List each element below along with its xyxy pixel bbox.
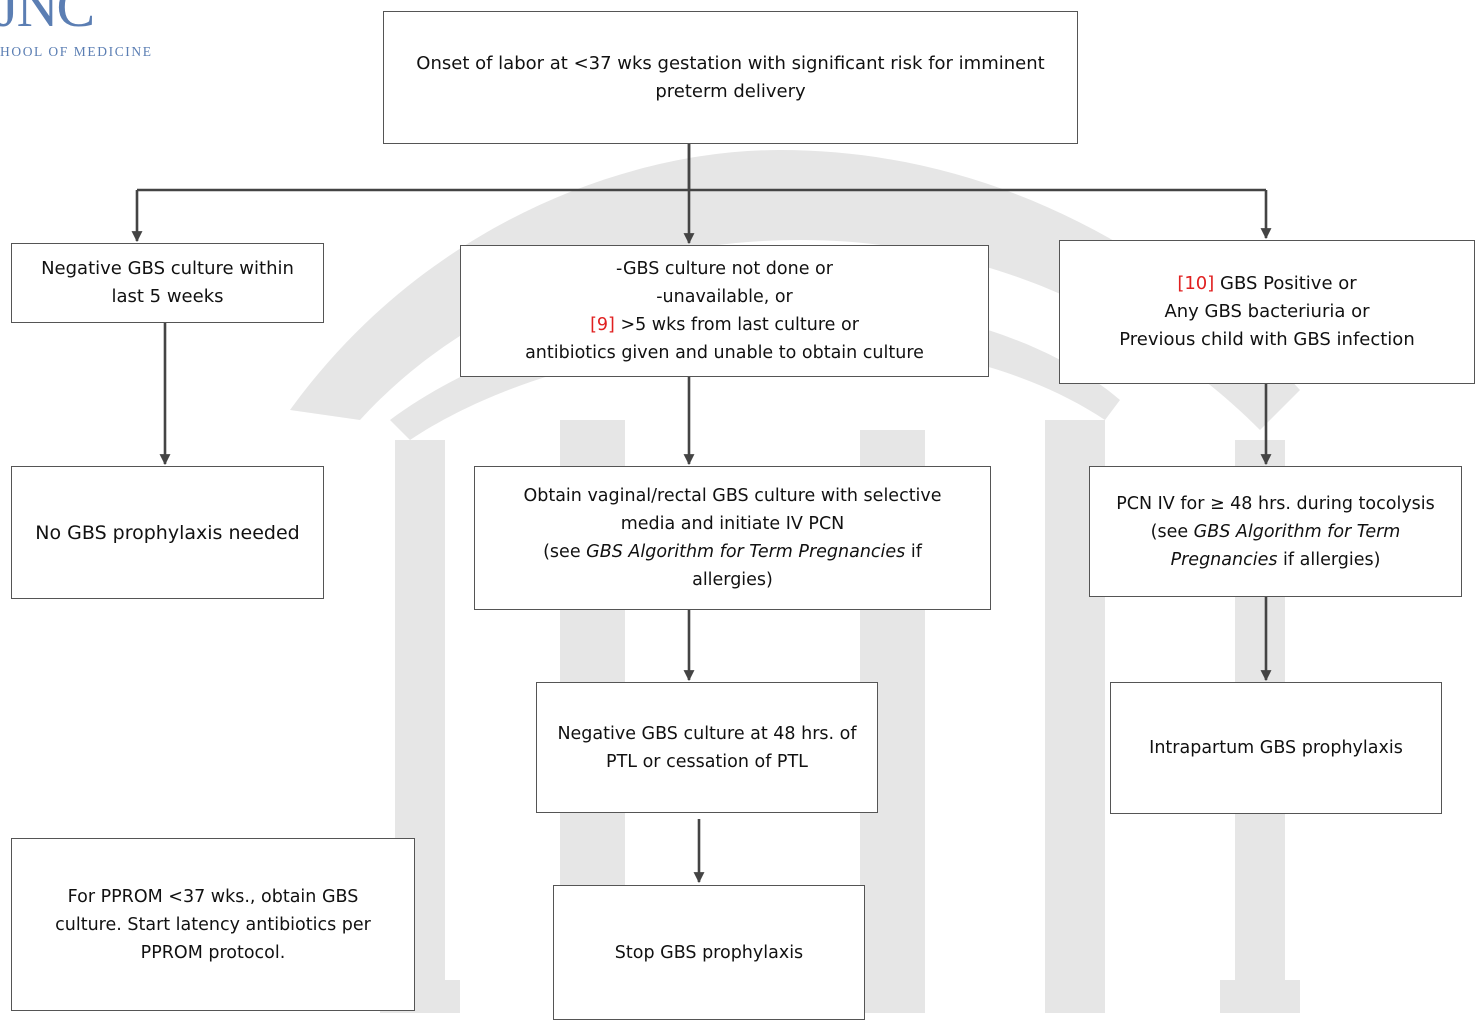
unc-logo: JNC HOOL OF MEDICINE: [0, 0, 210, 70]
gbs-algorithm-reference-2b: Pregnancies: [1170, 549, 1278, 570]
node-pprom-line-2: culture. Start latency antibiotics per: [55, 914, 371, 935]
reference-9: [9]: [590, 315, 615, 335]
node-not-done-line-3-text: >5 wks from last culture or: [614, 315, 859, 335]
node-pprom-line-3: PPROM protocol.: [140, 942, 286, 963]
node-negative-48-hrs: Negative GBS culture at 48 hrs. of PTL o…: [536, 682, 878, 813]
node-negative-line-2: last 5 weeks: [111, 286, 224, 307]
node-onset-line-1: Onset of labor at <37 wks gestation with…: [416, 52, 1045, 74]
watermark-base-right: [1220, 980, 1300, 1013]
node-culture-not-done: -GBS culture not done or -unavailable, o…: [460, 245, 989, 377]
node-positive-line-1: [10] GBS Positive or: [1119, 270, 1414, 298]
node-stop-gbs-prophylaxis: Stop GBS prophylaxis: [553, 885, 865, 1020]
node-obtain-line-1: Obtain vaginal/rectal GBS culture with s…: [523, 486, 942, 506]
node-positive-line-2: Any GBS bacteriuria or: [1164, 301, 1370, 322]
node-intrapartum-prophylaxis: Intrapartum GBS prophylaxis: [1110, 682, 1442, 814]
node-pcn-line-1: PCN IV for ≥ 48 hrs. during tocolysis: [1116, 493, 1435, 514]
node-obtain-line-3: (see GBS Algorithm for Term Pregnancies …: [523, 538, 941, 566]
node-pcn-see: (see: [1150, 521, 1194, 542]
node-negative48-line-1: Negative GBS culture at 48 hrs. of: [557, 723, 857, 744]
node-intrapartum-text: Intrapartum GBS prophylaxis: [1149, 738, 1403, 758]
node-negative48-line-2: PTL or cessation of PTL: [606, 751, 808, 772]
node-pcn-line-3: Pregnancies if allergies): [1116, 546, 1435, 574]
node-not-done-line-4: antibiotics given and unable to obtain c…: [525, 343, 924, 363]
node-pcn-line-2: (see GBS Algorithm for Term: [1116, 518, 1435, 546]
node-pprom: For PPROM <37 wks., obtain GBS culture. …: [11, 838, 415, 1011]
node-obtain-if: if: [905, 542, 922, 562]
node-positive-line-3: Previous child with GBS infection: [1119, 329, 1415, 350]
node-pprom-line-1: For PPROM <37 wks., obtain GBS: [67, 886, 359, 907]
node-negative-line-1: Negative GBS culture within: [41, 258, 294, 279]
watermark-dome: [290, 150, 1300, 430]
gbs-algorithm-reference: GBS Algorithm for Term Pregnancies: [586, 542, 906, 562]
node-pcn-allergies: if allergies): [1277, 549, 1381, 570]
node-obtain-line-2: media and initiate IV PCN: [620, 514, 845, 534]
node-obtain-culture: Obtain vaginal/rectal GBS culture with s…: [474, 466, 991, 610]
node-negative-gbs-culture: Negative GBS culture within last 5 weeks: [11, 243, 324, 323]
gbs-algorithm-reference-2a: GBS Algorithm for Term: [1193, 521, 1401, 542]
logo-subtitle: HOOL OF MEDICINE: [0, 44, 153, 59]
node-no-gbs-prophylaxis: No GBS prophylaxis needed: [11, 466, 324, 599]
node-not-done-line-3: [9] >5 wks from last culture or: [525, 311, 924, 339]
node-no-prophylaxis-text: No GBS prophylaxis needed: [35, 521, 300, 544]
node-not-done-line-1: -GBS culture not done or: [616, 259, 833, 279]
node-obtain-line-4: allergies): [692, 570, 773, 590]
node-stop-text: Stop GBS prophylaxis: [614, 942, 804, 963]
node-not-done-line-2: -unavailable, or: [656, 287, 793, 307]
node-gbs-positive: [10] GBS Positive or Any GBS bacteriuria…: [1059, 240, 1475, 384]
node-onset-line-2: preterm delivery: [655, 80, 806, 102]
node-positive-line-1-text: GBS Positive or: [1214, 273, 1357, 294]
node-obtain-see: (see: [543, 542, 587, 562]
reference-10: [10]: [1177, 273, 1215, 294]
logo-mark: JNC: [0, 0, 95, 39]
node-pcn-iv: PCN IV for ≥ 48 hrs. during tocolysis (s…: [1089, 466, 1462, 597]
node-onset-of-labor: Onset of labor at <37 wks gestation with…: [383, 11, 1078, 144]
